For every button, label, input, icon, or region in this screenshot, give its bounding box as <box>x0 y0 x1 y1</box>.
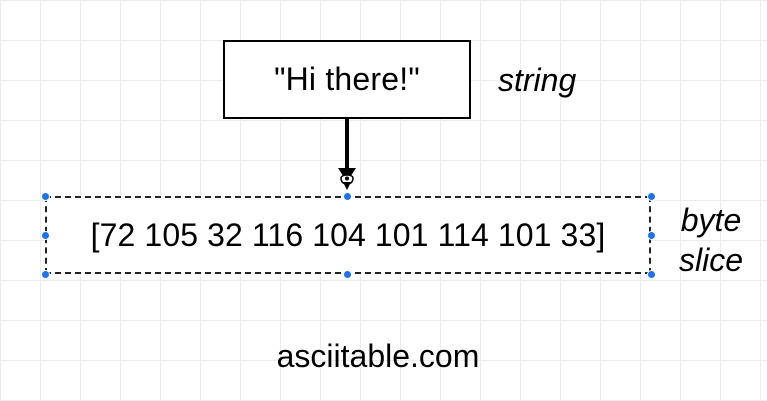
selection-handle-icon[interactable] <box>41 270 50 279</box>
byte-slice-label: byte slice <box>666 200 756 280</box>
byte-slice-label-line2: slice <box>678 242 743 278</box>
byte-slice-box[interactable]: [72 105 32 116 104 101 114 101 33] <box>45 196 651 274</box>
byte-slice-label-line1: byte <box>680 202 742 238</box>
string-box[interactable]: "Hi there!" <box>223 40 471 119</box>
arrow-down-icon[interactable] <box>345 119 349 171</box>
selection-handle-icon[interactable] <box>343 270 352 279</box>
byte-slice-box-text: [72 105 32 116 104 101 114 101 33] <box>90 216 606 253</box>
caption: asciitable.com <box>0 338 767 375</box>
selection-handle-icon[interactable] <box>647 192 656 201</box>
selection-handle-icon[interactable] <box>343 192 352 201</box>
string-box-text: "Hi there!" <box>274 61 420 97</box>
connection-anchor-icon[interactable] <box>337 170 357 192</box>
selection-handle-icon[interactable] <box>647 270 656 279</box>
selection-handle-icon[interactable] <box>41 231 50 240</box>
selection-handle-icon[interactable] <box>41 192 50 201</box>
caption-text: asciitable.com <box>276 338 480 374</box>
selection-handle-icon[interactable] <box>647 231 656 240</box>
string-label: string <box>498 62 577 98</box>
